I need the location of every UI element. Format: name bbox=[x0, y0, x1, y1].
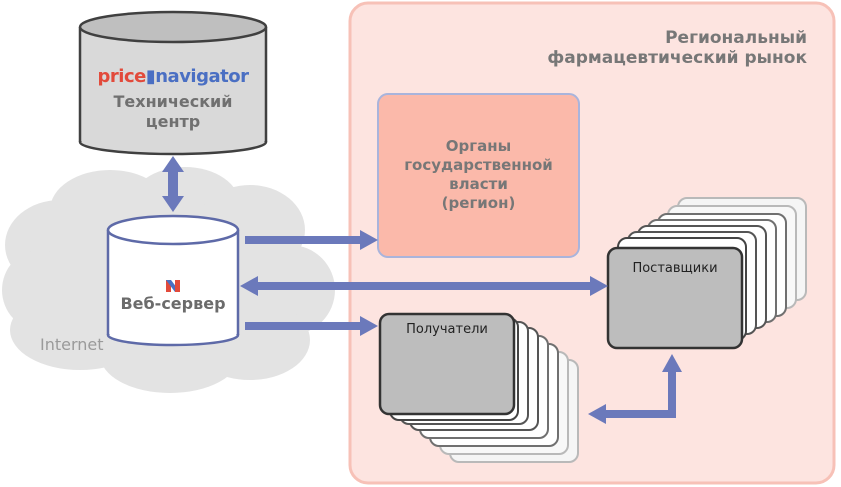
arrows bbox=[162, 156, 682, 424]
region-title: Региональный фармацевтический рынок bbox=[477, 28, 807, 68]
web-server-cylinder bbox=[106, 214, 240, 347]
arrow-web-recipients bbox=[245, 316, 378, 336]
tech-center-cylinder bbox=[78, 10, 268, 156]
arrow-suppliers-recipients bbox=[588, 354, 682, 424]
arrow-tech-web bbox=[162, 156, 184, 212]
tech-center-label: Технический центр bbox=[80, 92, 266, 132]
authorities-label: Органы государственной власти (регион) bbox=[378, 137, 579, 213]
logo-price: price bbox=[97, 66, 147, 87]
authorities-line2: государственной bbox=[404, 156, 553, 174]
authorities-line1: Органы bbox=[445, 137, 512, 155]
navigator-logo-icon bbox=[166, 280, 180, 292]
tech-center-label-line2: центр bbox=[145, 112, 201, 131]
internet-label: Internet bbox=[40, 335, 104, 354]
logo-mark: ▮ bbox=[145, 66, 156, 87]
tech-center-logo: price▮navigator bbox=[90, 66, 256, 87]
arrow-web-authorities bbox=[245, 230, 378, 250]
tech-center-label-line1: Технический bbox=[113, 92, 233, 111]
authorities-line3: власти bbox=[449, 175, 508, 193]
region-title-line2: фармацевтический рынок bbox=[547, 48, 807, 68]
suppliers-stack bbox=[606, 197, 807, 350]
web-server-label: Веб-сервер bbox=[120, 294, 226, 313]
authorities-line4: (регион) bbox=[441, 194, 516, 212]
arrow-web-suppliers bbox=[240, 276, 608, 296]
region-title-line1: Региональный bbox=[665, 28, 807, 48]
authorities-box bbox=[377, 93, 580, 258]
logo-navigator: navigator bbox=[155, 66, 249, 87]
recipients-stack bbox=[378, 312, 579, 463]
recipients-label: Получатели bbox=[406, 322, 488, 337]
suppliers-label: Поставщики bbox=[632, 261, 718, 276]
